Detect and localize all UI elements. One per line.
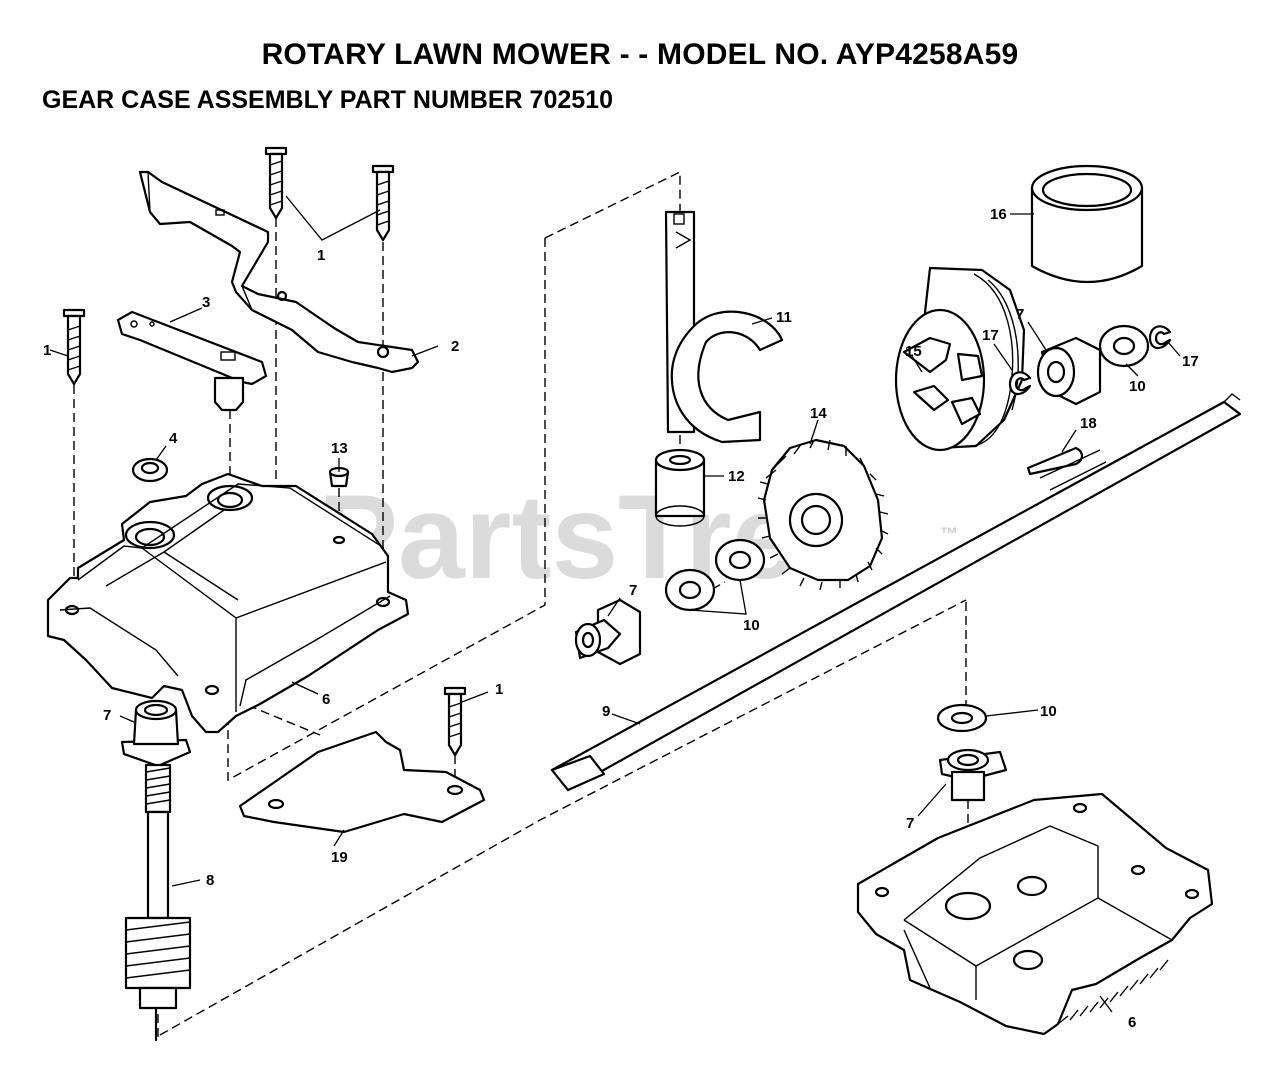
screw-top-left <box>264 146 288 220</box>
callout-7-mid: 7 <box>629 582 637 599</box>
part-18-key <box>1026 446 1084 476</box>
callout-1-left: 1 <box>43 342 51 359</box>
part-11-shift-fork <box>664 210 784 444</box>
part-14-gear <box>757 438 889 591</box>
callout-10-top: 10 <box>1129 378 1146 395</box>
part-7-bushing-left <box>120 699 192 768</box>
callout-7-top: 7 <box>1016 306 1024 323</box>
callout-15: 15 <box>905 343 922 360</box>
callout-12: 12 <box>728 468 745 485</box>
callout-17-a: 17 <box>982 327 999 344</box>
part-16-cup <box>1030 164 1144 284</box>
callout-17-b: 17 <box>1182 353 1199 370</box>
part-17-ring-right <box>1148 325 1172 350</box>
part-9-shaft <box>550 393 1242 792</box>
callout-7-left: 7 <box>103 707 111 724</box>
callout-3: 3 <box>202 294 210 311</box>
part-8-worm-shaft <box>124 763 192 1042</box>
part-13-plug <box>328 466 350 488</box>
screw-top-right <box>371 164 395 242</box>
page-subtitle: GEAR CASE ASSEMBLY PART NUMBER 702510 <box>42 86 613 114</box>
watermark-trademark: ™ <box>940 524 958 544</box>
screw-left <box>62 308 86 386</box>
callout-1-bottom: 1 <box>495 681 503 698</box>
callout-9: 9 <box>602 703 610 720</box>
part-3-lever <box>116 310 268 412</box>
callout-18: 18 <box>1080 415 1097 432</box>
part-7-bushing-lower <box>938 748 1008 802</box>
part-7-bushing-top <box>1036 336 1102 406</box>
part-19-plate <box>238 730 486 834</box>
callout-10-lower: 10 <box>1040 703 1057 720</box>
callout-2: 2 <box>451 338 459 355</box>
part-7-bushing-mid <box>574 598 642 666</box>
part-10-washer-lower <box>936 703 988 733</box>
callout-13: 13 <box>331 440 348 457</box>
part-1-screws <box>62 146 467 757</box>
callout-14: 14 <box>810 405 827 422</box>
leader-lines <box>49 195 1181 1013</box>
part-17-ring-left <box>1008 371 1032 396</box>
part-4-washer <box>131 457 169 483</box>
callout-8: 8 <box>206 872 214 889</box>
part-6-upper-gear-case <box>46 472 410 734</box>
callout-19: 19 <box>331 849 348 866</box>
part-15-clutch <box>894 266 1026 452</box>
part-10-washer-top <box>1098 324 1150 368</box>
assembly-guide-lines <box>73 170 969 1040</box>
screw-bottom <box>443 686 467 757</box>
callout-7-lower: 7 <box>906 815 914 832</box>
callout-6-upper: 6 <box>322 691 330 708</box>
callout-1-top: 1 <box>317 247 325 264</box>
callout-10-mid: 10 <box>743 617 760 634</box>
page-title: ROTARY LAWN MOWER - - MODEL NO. AYP4258A… <box>261 38 1019 71</box>
callout-6-lower: 6 <box>1128 1014 1136 1031</box>
callout-16: 16 <box>990 206 1007 223</box>
callout-labels: 1 1 1 2 3 4 6 6 7 7 7 7 8 9 10 10 10 11 … <box>43 206 1199 1031</box>
callout-11: 11 <box>776 309 792 326</box>
part-6-lower-gear-case <box>856 792 1214 1036</box>
part-12-spacer <box>654 448 706 527</box>
callout-4: 4 <box>169 430 178 447</box>
part-2-bracket <box>138 170 420 374</box>
